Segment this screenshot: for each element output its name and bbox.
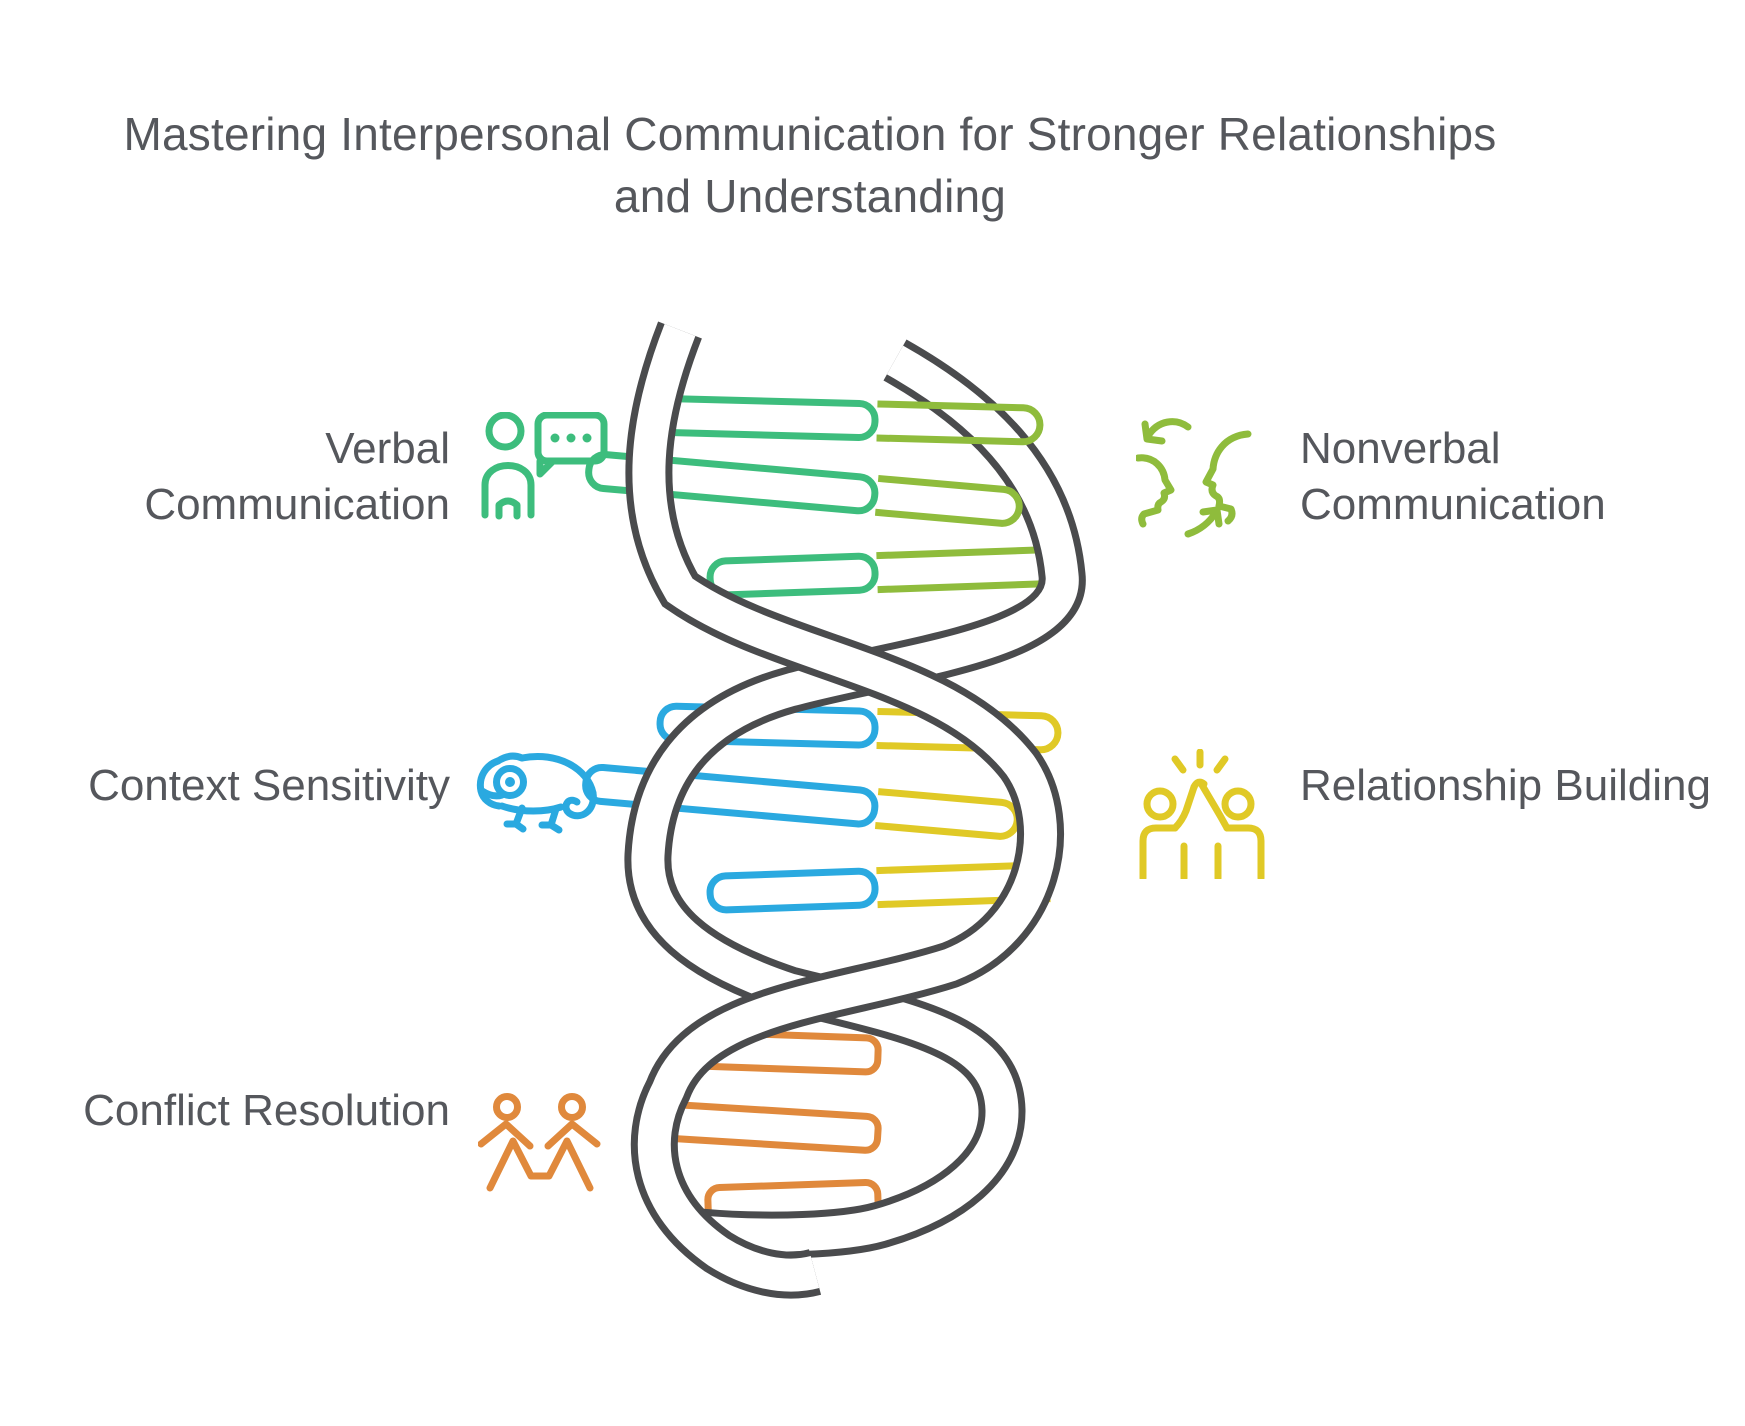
page-title: Mastering Interpersonal Communication fo… [123, 108, 1497, 222]
label-verbal-communication: Verbal Communication [144, 424, 450, 530]
two-people-icon [477, 1093, 601, 1192]
person-speech-bubble-icon [481, 411, 608, 520]
chameleon-icon [476, 752, 597, 834]
label-relationship-building: Relationship Building [1300, 761, 1711, 810]
dna-strand-right [624, 339, 1086, 1259]
dna-rungs-mid [585, 394, 1044, 527]
label-nonverbal-communication: Nonverbal Communication [1300, 424, 1606, 530]
label-context-sensitivity: Context Sensitivity [88, 761, 450, 810]
faces-exchange-icon [1134, 418, 1252, 538]
high-five-people-icon [1139, 748, 1265, 882]
label-conflict-resolution: Conflict Resolution [83, 1086, 450, 1135]
dna-strand-left [625, 321, 1064, 1299]
